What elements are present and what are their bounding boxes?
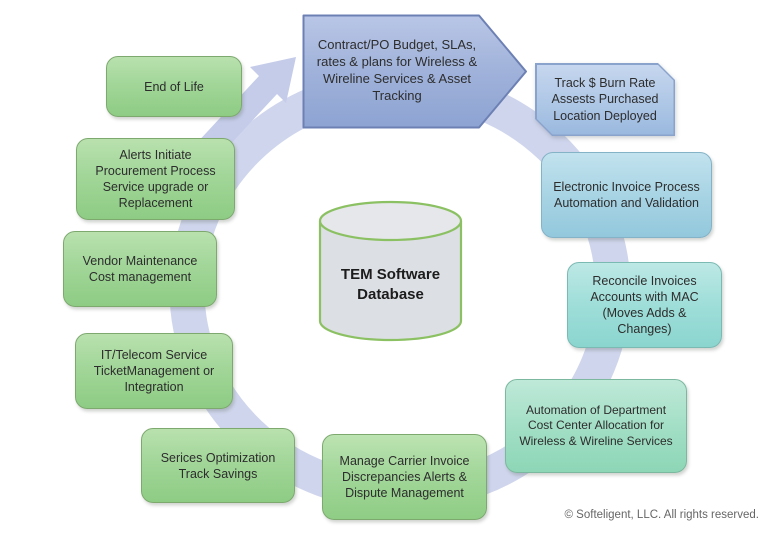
node-services-optimization: Serices Optimization Track Savings xyxy=(141,428,295,503)
node-contract-po-budget: Contract/PO Budget, SLAs, rates & plans … xyxy=(302,14,528,129)
node-vendor-maintenance: Vendor Maintenance Cost management xyxy=(63,231,217,307)
node-electronic-invoice: Electronic Invoice Process Automation an… xyxy=(541,152,712,238)
arrow-pentagon-shape xyxy=(302,14,527,129)
node-end-of-life: End of Life xyxy=(106,56,242,117)
node-manage-carrier-invoice: Manage Carrier Invoice Discrepancies Ale… xyxy=(322,434,487,520)
node-cost-center-allocation: Automation of Department Cost Center All… xyxy=(505,379,687,473)
node-label: Track $ Burn Rate Assests Purchased Loca… xyxy=(537,65,674,135)
copyright-text: © Softeligent, LLC. All rights reserved. xyxy=(564,509,759,521)
node-label: Contract/PO Budget, SLAs, rates & plans … xyxy=(316,37,478,103)
database-cylinder-shape xyxy=(318,200,463,342)
node-reconcile-invoices: Reconcile Invoices Accounts with MAC (Mo… xyxy=(567,262,722,348)
database-cylinder: TEM Software Database xyxy=(318,200,463,343)
node-it-telecom-ticket: IT/Telecom Service TicketManagement or I… xyxy=(75,333,233,409)
cycle-arrow-icon xyxy=(194,57,296,164)
node-alerts-procurement: Alerts Initiate Procurement Process Serv… xyxy=(76,138,235,220)
node-track-burn-rate: Track $ Burn Rate Assests Purchased Loca… xyxy=(535,63,675,136)
database-label: TEM Software Database xyxy=(340,265,441,303)
